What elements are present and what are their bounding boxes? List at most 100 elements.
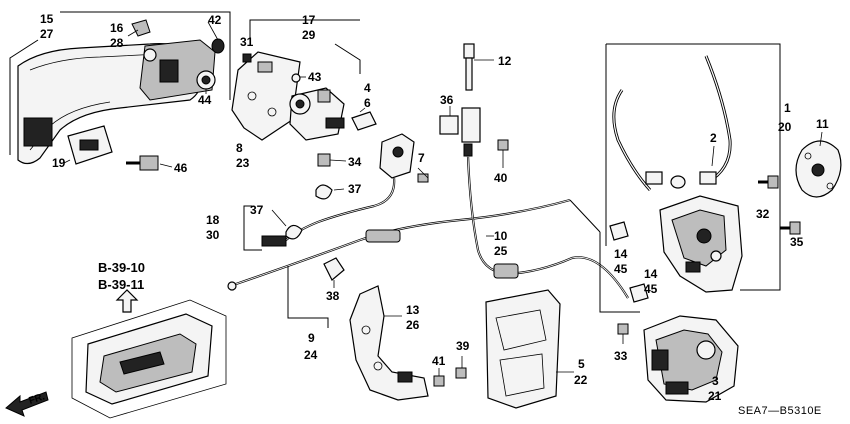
bracket-hole-1 bbox=[247, 91, 257, 101]
callout-14-b: 14 bbox=[644, 267, 658, 281]
callout-33: 33 bbox=[614, 349, 628, 363]
nut-44-hole bbox=[201, 75, 211, 85]
group-bracket-4 bbox=[334, 43, 361, 74]
latch-protector bbox=[485, 289, 561, 409]
protector-panel bbox=[495, 309, 547, 351]
lock-cable bbox=[439, 43, 649, 313]
handle-mechanism bbox=[159, 59, 179, 83]
cable-fitting bbox=[463, 143, 473, 157]
rod-clip-a bbox=[645, 171, 663, 185]
door-handle-bracket bbox=[231, 51, 301, 141]
cable-clip-14b bbox=[629, 283, 649, 303]
callout-26: 26 bbox=[406, 318, 420, 332]
screw-33 bbox=[617, 323, 629, 335]
cylinder-cap bbox=[317, 89, 331, 103]
screw-32-head bbox=[767, 175, 779, 189]
inset-outline bbox=[71, 299, 227, 419]
callout-12: 12 bbox=[498, 54, 512, 68]
screw-40 bbox=[497, 139, 509, 151]
protector-group bbox=[455, 289, 574, 409]
screw-7 bbox=[417, 173, 429, 183]
screw-34-head bbox=[317, 153, 331, 167]
screw-43 bbox=[291, 73, 301, 83]
clip-16 bbox=[131, 19, 151, 37]
switch-hole bbox=[392, 146, 404, 158]
leader-19 bbox=[63, 159, 71, 164]
callout-19: 19 bbox=[52, 156, 66, 170]
callout-39: 39 bbox=[456, 339, 470, 353]
cylinder-lever bbox=[325, 117, 345, 129]
leader-37b bbox=[333, 188, 345, 191]
reference-page-2: B-39-11 bbox=[98, 277, 144, 292]
inner-handle-cable-a-core bbox=[235, 199, 571, 285]
group-bracket-15 bbox=[60, 11, 231, 100]
callout-31: 31 bbox=[240, 35, 254, 49]
harness-connector bbox=[261, 235, 287, 247]
group-bracket-1 bbox=[606, 43, 781, 124]
actuator-motor bbox=[696, 340, 716, 360]
handle-pivot bbox=[143, 48, 157, 62]
grommet-42 bbox=[211, 38, 225, 54]
cable-sleeve-a bbox=[365, 229, 401, 243]
callout-46: 46 bbox=[174, 161, 188, 175]
inside-handle-cable bbox=[227, 198, 601, 328]
screw-35-head bbox=[789, 221, 801, 235]
rod-bracket-tab bbox=[397, 371, 413, 383]
inner-handle-inset bbox=[5, 289, 227, 419]
screw-41 bbox=[433, 375, 445, 387]
callout-25: 25 bbox=[494, 244, 508, 258]
rod-bracket-hole-2 bbox=[373, 361, 383, 371]
bolt-12-head bbox=[463, 43, 475, 59]
callout-27: 27 bbox=[40, 27, 54, 41]
protector-panel-2 bbox=[499, 353, 545, 397]
callout-35: 35 bbox=[790, 235, 804, 249]
inner-handle-rod-bracket bbox=[349, 285, 429, 401]
reference-page-1: B-39-10 bbox=[98, 260, 145, 275]
reference-arrow-icon bbox=[115, 289, 139, 313]
handle-cover-cap bbox=[23, 117, 53, 147]
callout-21: 21 bbox=[708, 389, 722, 403]
lock-rod-1-core bbox=[613, 89, 651, 191]
screw-46-head bbox=[139, 155, 159, 171]
gasket-slot bbox=[79, 139, 99, 151]
leader-34 bbox=[329, 159, 347, 162]
callout-15: 15 bbox=[40, 12, 54, 26]
callout-labels: 15 27 16 28 42 44 19 46 31 17 29 43 4 6 … bbox=[40, 12, 829, 403]
harness-group bbox=[243, 133, 429, 251]
inside-bracket-group bbox=[349, 285, 445, 401]
callout-14-a: 14 bbox=[614, 247, 628, 261]
group-bracket-17 bbox=[249, 19, 360, 40]
callout-37-a: 37 bbox=[250, 203, 264, 217]
leader-11 bbox=[819, 131, 823, 147]
screw-39 bbox=[455, 367, 467, 379]
callout-34: 34 bbox=[348, 155, 362, 169]
callout-10: 10 bbox=[494, 229, 508, 243]
striker-group bbox=[758, 131, 842, 235]
rod-bracket-hole-1 bbox=[361, 325, 371, 335]
leader-42 bbox=[207, 21, 219, 41]
harness-clip-37b bbox=[315, 184, 333, 200]
diagram-code: SEA7—B5310E bbox=[738, 405, 822, 417]
callout-23: 23 bbox=[236, 156, 250, 170]
callout-16: 16 bbox=[110, 21, 124, 35]
callout-11: 11 bbox=[816, 117, 829, 131]
callout-32: 32 bbox=[756, 207, 770, 221]
callout-38: 38 bbox=[326, 289, 340, 303]
rod-clip-2 bbox=[699, 171, 717, 185]
callout-22: 22 bbox=[574, 373, 588, 387]
callout-9: 9 bbox=[308, 331, 315, 345]
cable-clip-38 bbox=[323, 257, 345, 281]
group-bracket-18 bbox=[243, 205, 262, 251]
callout-43: 43 bbox=[308, 70, 322, 84]
callout-1: 1 bbox=[784, 101, 791, 115]
cable-bracket bbox=[461, 107, 481, 143]
callout-28: 28 bbox=[110, 36, 124, 50]
leader-37a bbox=[271, 209, 287, 227]
leader-2 bbox=[711, 145, 715, 167]
actuator-connector bbox=[651, 349, 669, 371]
callout-30: 30 bbox=[206, 228, 220, 242]
group-bracket-15-left bbox=[9, 39, 39, 155]
callout-13: 13 bbox=[406, 303, 420, 317]
lock-cable-b bbox=[466, 155, 629, 299]
